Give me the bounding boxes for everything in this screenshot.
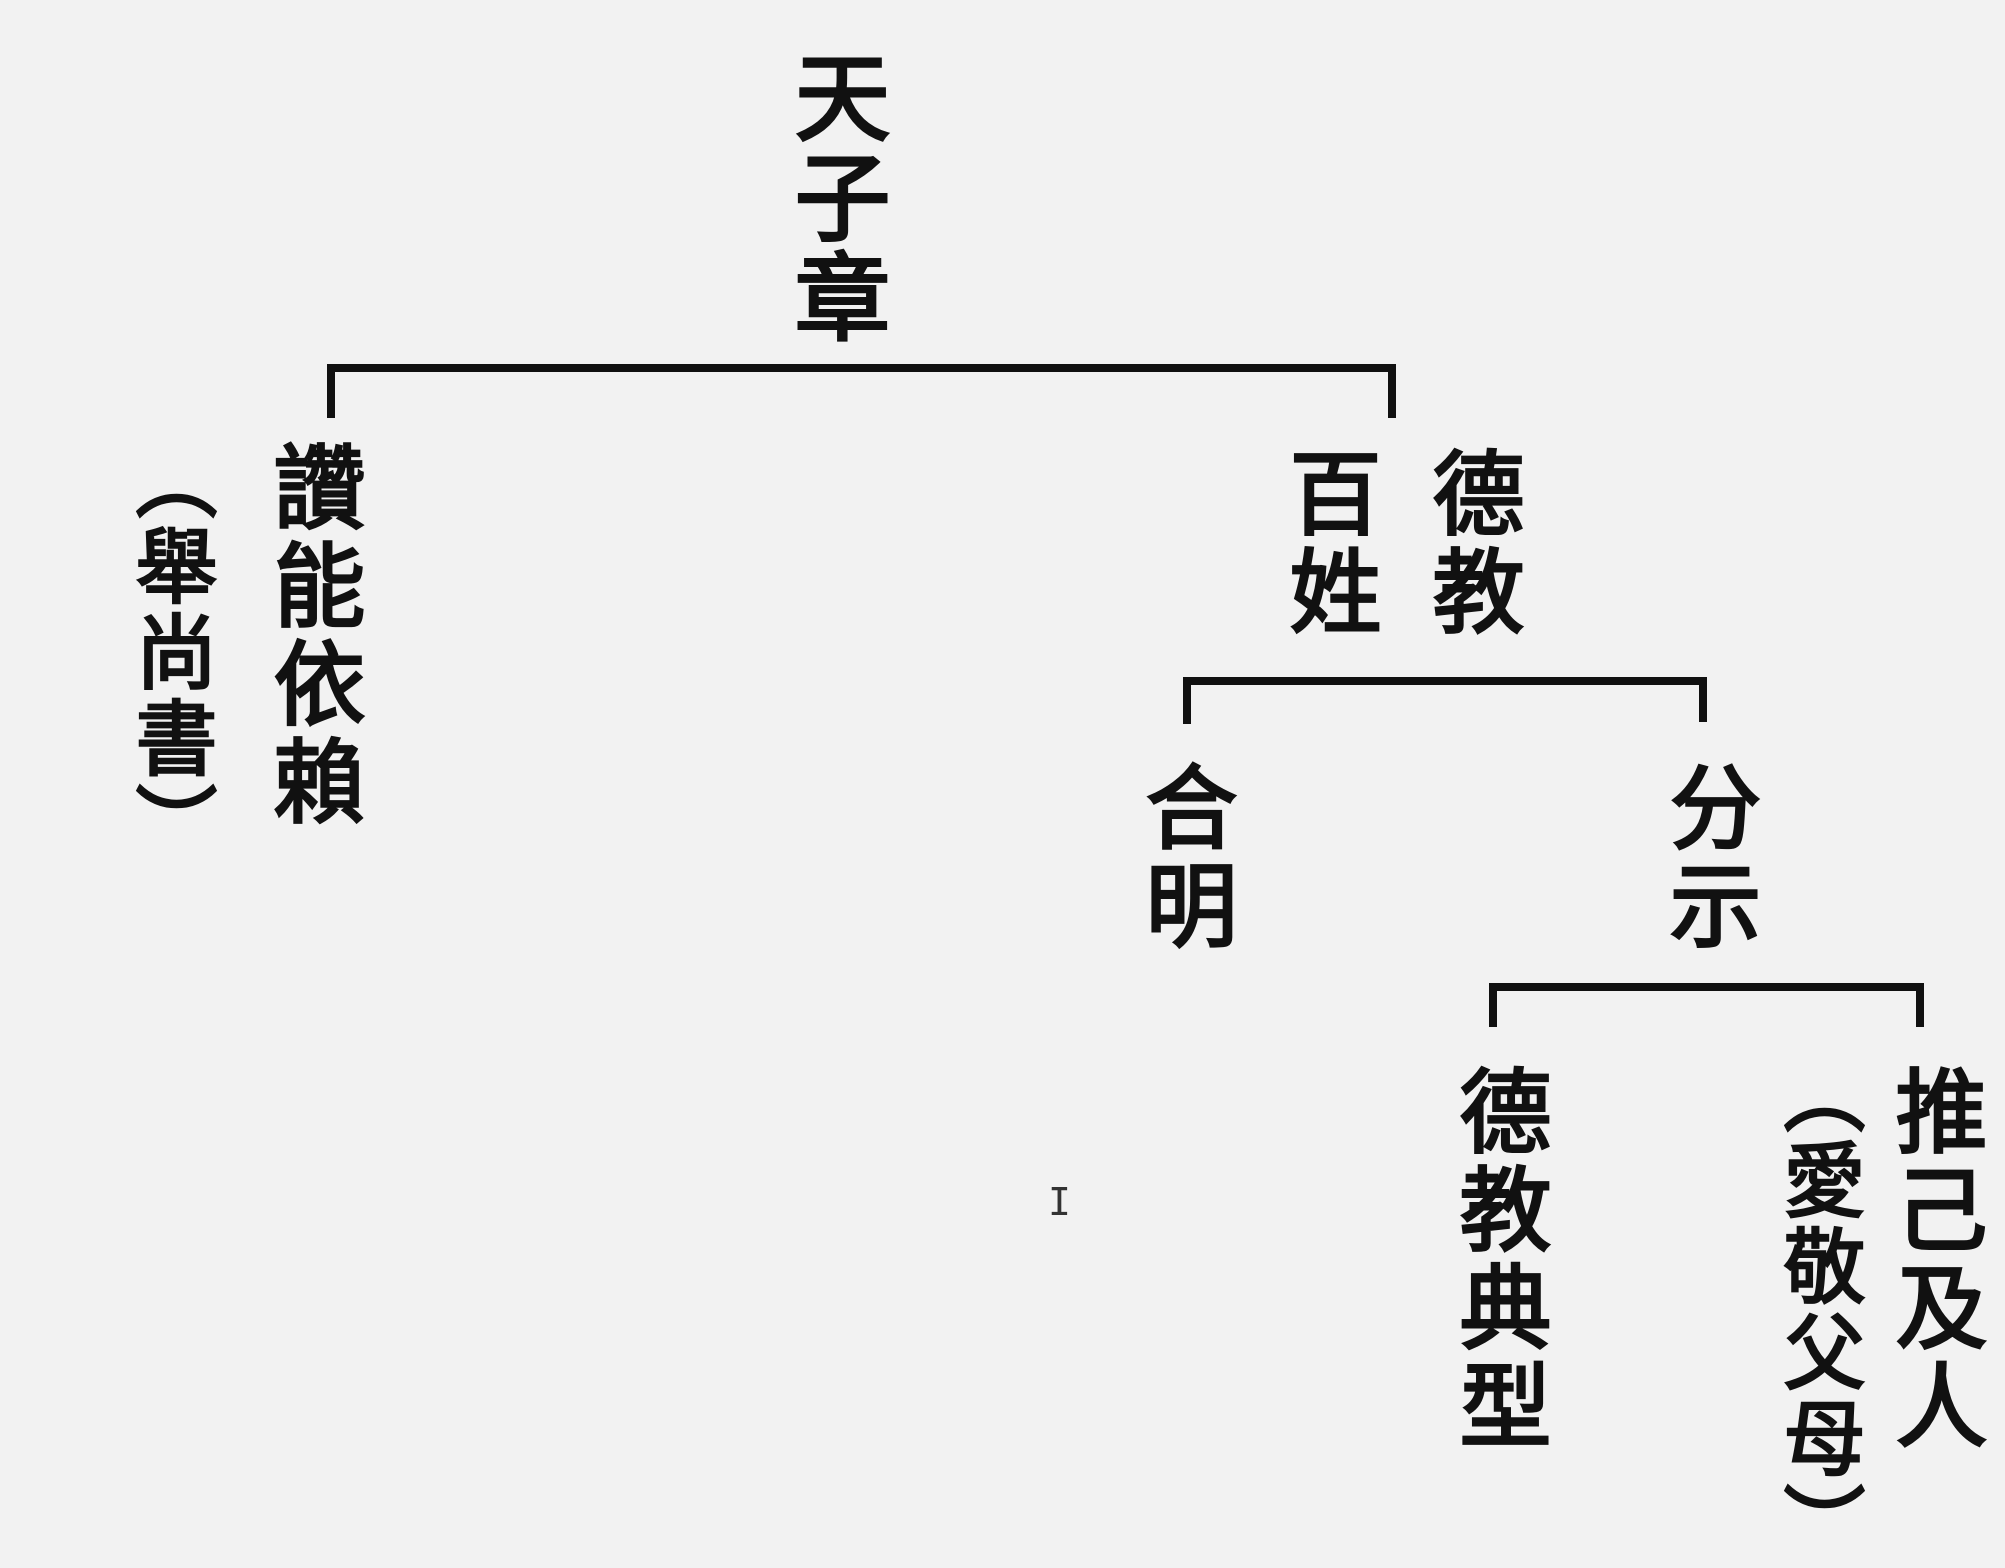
left-branch-note-text: （舉尚書） [121, 438, 217, 868]
sub-left-node: 合明 [1130, 760, 1238, 956]
root-node: 天子章 [778, 48, 891, 348]
leaf-right-node: 推己及人 [1880, 1064, 1988, 1456]
sub-right-node: 分示 [1654, 760, 1762, 956]
leaf-right-note-text: （愛敬父母） [1769, 1052, 1865, 1568]
right-branch-label-col1: 德教 [1417, 446, 1525, 642]
left-branch-note: （舉尚書） [121, 438, 217, 868]
sub-bracket [1489, 983, 1924, 1027]
branch-bracket [1183, 677, 1707, 724]
leaf-left-node: 德教典型 [1444, 1064, 1552, 1456]
leaf-right-note: （愛敬父母） [1769, 1052, 1865, 1568]
root-bracket [327, 364, 1396, 418]
root-label: 天子章 [778, 48, 891, 348]
left-branch-label: 讚能依賴 [258, 440, 366, 832]
right-branch-col1: 德教 [1417, 446, 1525, 642]
right-branch-label-col2: 百姓 [1274, 446, 1382, 642]
leaf-left-label: 德教典型 [1444, 1064, 1552, 1456]
leaf-right-label: 推己及人 [1880, 1064, 1988, 1456]
tree-connector-lines [327, 364, 1924, 1027]
text-cursor-icon: I [1048, 1180, 1071, 1224]
sub-left-label: 合明 [1130, 760, 1238, 956]
right-branch-col2: 百姓 [1274, 446, 1382, 642]
sub-right-label: 分示 [1654, 760, 1762, 956]
left-branch-node: 讚能依賴 [258, 440, 366, 832]
